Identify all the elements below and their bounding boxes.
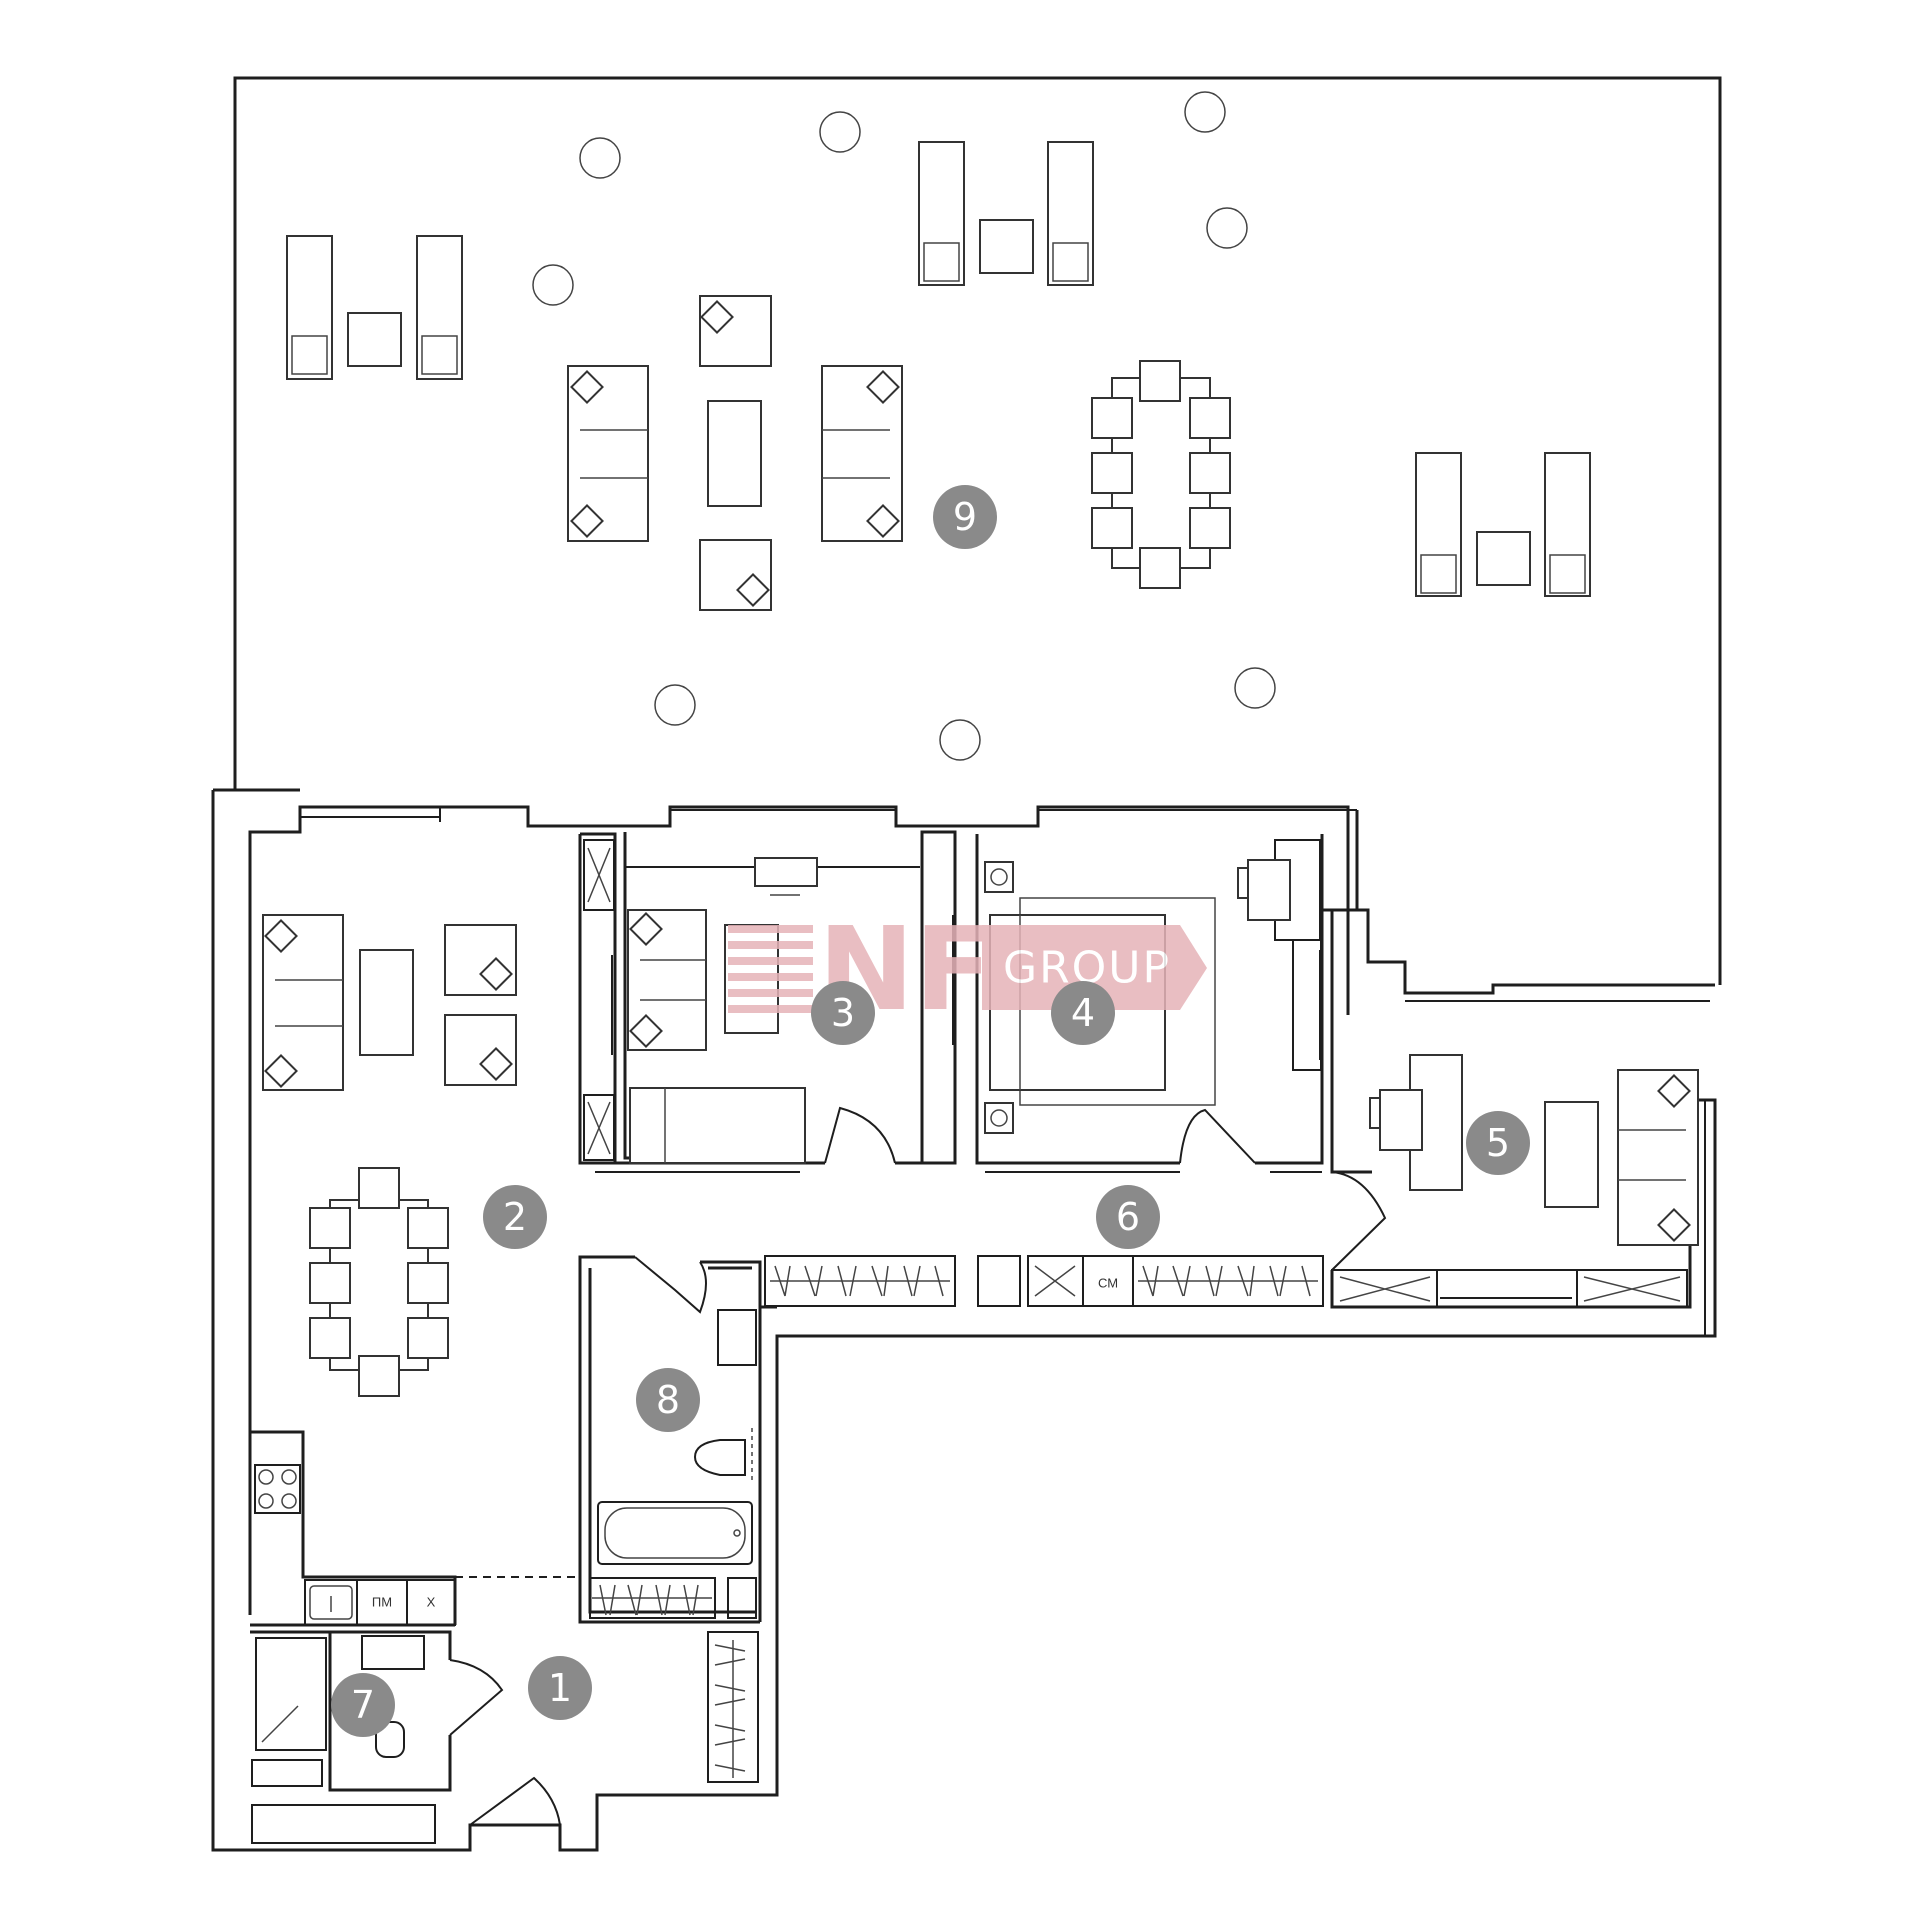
terrace-coffee-table [707,400,762,507]
tree-icon [819,111,861,153]
bathroom-7-walls [250,1630,452,1844]
tree-icon [1206,207,1248,249]
room-badge-6: 6 [1096,1185,1160,1249]
room-badge-4: 4 [1051,981,1115,1045]
room-badge-9: 9 [933,485,997,549]
sun-lounger-set-left [286,235,463,380]
watermark-stripes [728,925,813,1013]
wardrobe-hangers [589,1265,1681,1783]
exterior-walls [211,788,1717,1852]
sun-lounger-set-top [918,141,1094,286]
terrace-armchair-top [699,295,772,367]
fridge-label: Х [427,1595,436,1610]
bathroom-8-walls [578,1255,777,1624]
tree-icon [532,264,574,306]
terrace-trees [532,91,1276,761]
corridor-closets [764,1255,1688,1308]
tree-icon [1184,91,1226,133]
tree-icon [654,684,696,726]
living-dining-set [309,1167,449,1397]
washer-label: СМ [1098,1276,1118,1291]
room-badge-3: 3 [811,981,875,1045]
room-badge-2: 2 [483,1185,547,1249]
svg-text:4: 4 [1071,991,1095,1035]
bathroom-8-fixtures [597,1309,757,1565]
living-coffee-table [359,949,414,1056]
tree-icon [1234,667,1276,709]
svg-text:9: 9 [953,495,977,539]
svg-text:6: 6 [1116,1195,1140,1239]
tree-icon [939,719,981,761]
terrace-outline [233,76,1722,985]
dishwasher-label: ПМ [372,1595,392,1610]
doors [449,1106,1387,1826]
tree-icon [579,137,621,179]
kitchen-counter [250,1430,578,1627]
svg-text:1: 1 [548,1666,572,1710]
kitchen-sink-icon [309,1585,353,1620]
terrace-armchair-bottom [699,539,772,611]
svg-text:2: 2 [503,1195,527,1239]
brand-watermark: NF GROUP [728,903,1207,1037]
terrace-sofa-left [567,365,649,542]
svg-text:7: 7 [351,1683,375,1727]
terrace-sofa-right [821,365,903,542]
svg-text:3: 3 [831,991,855,1035]
room-badge-8: 8 [636,1368,700,1432]
stove-icon [254,1464,301,1514]
svg-text:8: 8 [656,1378,680,1422]
watermark-arrow [982,925,1207,1010]
svg-text:5: 5 [1486,1121,1510,1165]
terrace-dining-set [1091,360,1231,589]
living-sofa [262,914,344,1091]
room-badge-5: 5 [1466,1111,1530,1175]
sun-lounger-set-right [1415,452,1591,597]
living-armchairs [444,924,517,1086]
room-badge-1: 1 [528,1656,592,1720]
room-badge-7: 7 [331,1673,395,1737]
room-5-furniture [1369,1054,1699,1246]
